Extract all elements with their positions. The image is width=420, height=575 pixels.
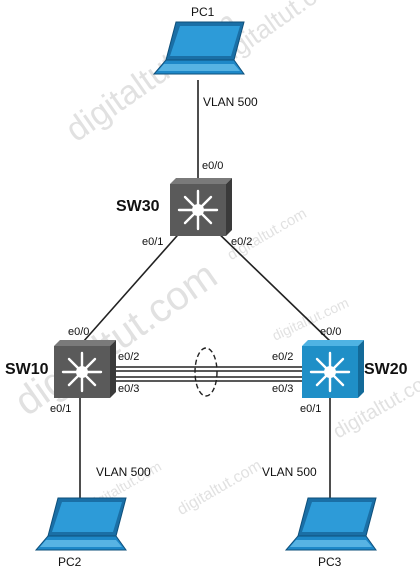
pc1-label: PC1 <box>191 5 215 19</box>
link-sw30-sw20 <box>212 227 332 343</box>
port-label-sw20-e00: e0/0 <box>320 326 342 338</box>
vlan-label-pc2: VLAN 500 <box>96 465 151 479</box>
links <box>79 80 332 498</box>
vlan-label-pc3: VLAN 500 <box>262 465 317 479</box>
pc2-label: PC2 <box>58 555 82 569</box>
vlan-label-pc1: VLAN 500 <box>203 95 258 109</box>
etherchannel-ellipse <box>194 347 218 397</box>
port-label-sw20-e03: e0/3 <box>272 383 294 395</box>
port-label-sw10-e00: e0/0 <box>68 326 90 338</box>
port-label-sw30-e01: e0/1 <box>142 236 164 248</box>
sw10-label: SW10 <box>5 361 49 378</box>
laptop-icon[interactable] <box>284 497 377 551</box>
port-label-sw10-e03: e0/3 <box>118 383 140 395</box>
multilayer-switch-icon[interactable] <box>302 340 364 398</box>
port-label-sw30-e02: e0/2 <box>231 236 253 248</box>
sw30-label: SW30 <box>116 198 160 215</box>
port-label-sw10-e02: e0/2 <box>118 351 140 363</box>
link-sw30-sw10 <box>82 227 185 343</box>
laptop-icon[interactable] <box>152 21 245 75</box>
port-label-sw20-e02: e0/2 <box>272 351 294 363</box>
port-label-sw30-e00: e0/0 <box>202 160 224 172</box>
laptop-icon[interactable] <box>34 497 127 551</box>
port-label-sw20-e01: e0/1 <box>300 403 322 415</box>
multilayer-switch-icon[interactable] <box>54 340 116 398</box>
port-label-sw10-e01: e0/1 <box>50 403 72 415</box>
pc3-label: PC3 <box>318 555 342 569</box>
sw20-label: SW20 <box>364 361 408 378</box>
multilayer-switch-icon[interactable] <box>170 178 232 236</box>
